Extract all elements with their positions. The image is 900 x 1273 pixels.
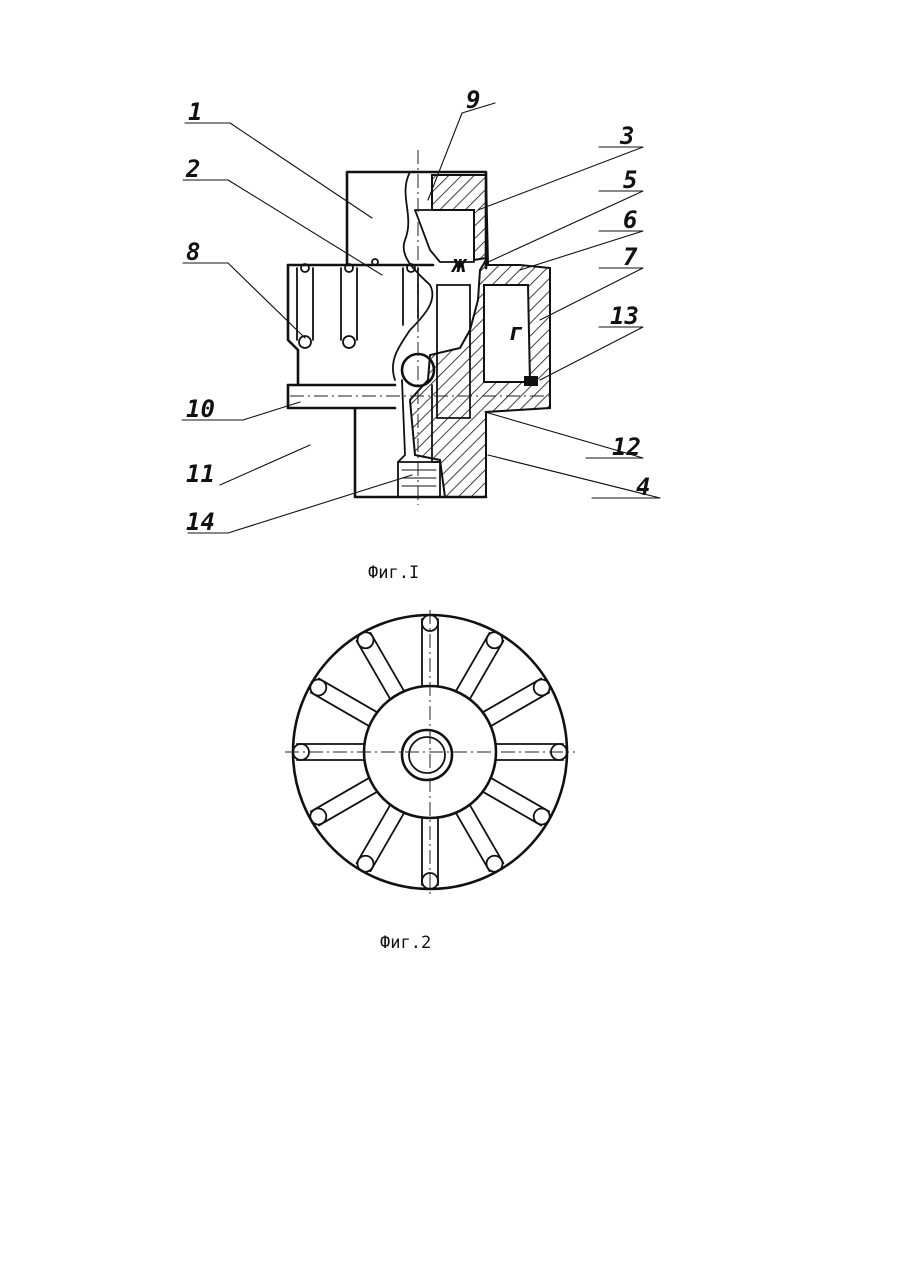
callout-4: 4 [636,473,650,501]
channel-wall [357,641,391,699]
callout-14: 14 [186,508,215,536]
radial-channel [422,615,438,686]
callout-12: 12 [612,433,641,461]
channel-wall [470,641,504,699]
channel-wall [319,679,377,713]
channel-wall [470,805,504,863]
radial-channel [483,778,550,825]
figure-1-caption: Фиг.I [368,563,419,583]
channel-wall [311,778,369,812]
channel-wall [483,792,541,826]
callout-3: 3 [619,122,634,150]
radial-channel [310,679,377,726]
hatched-body-sections [410,175,550,497]
radial-channel [310,778,377,825]
channel-outlet [534,809,550,825]
callout-10: 10 [186,395,215,423]
channel-wall [370,633,404,691]
channel-outlet [487,632,503,648]
radial-channel [357,632,404,699]
callout-1: 1 [188,98,202,126]
callout-7: 7 [623,243,638,271]
callout-5: 5 [623,166,637,194]
zone-letter-g: г [509,318,523,346]
callout-13: 13 [610,302,639,330]
callout-11: 11 [186,460,215,488]
channel-wall [311,692,369,726]
radial-holes-part-8 [297,259,418,348]
callout-8: 8 [186,238,200,266]
channel-wall [483,679,541,713]
channel-wall [357,805,391,863]
channel-wall [319,792,377,826]
channel-wall [370,813,404,871]
channel-wall [456,813,490,871]
channel-outlet [358,856,374,872]
channel-wall [491,778,549,812]
channel-outlet [487,856,503,872]
callout-6: 6 [623,206,637,234]
radial-channel [483,679,550,726]
figure-1-section-view: ж г 1 2 8 10 11 14 9 3 5 6 7 [182,86,660,583]
radial-channel [456,805,503,872]
seal-part-13 [524,376,538,386]
radial-channel [357,805,404,872]
channel-outlet [534,680,550,696]
channel-outlet [310,680,326,696]
callout-2: 2 [185,155,200,183]
channel-outlet [310,809,326,825]
channel-outlet [358,632,374,648]
figure-2-plan-view: Фиг.2 [285,610,575,953]
channel-wall [456,633,490,691]
radial-channel [456,632,503,699]
zone-letter-zh: ж [450,250,468,278]
callout-9: 9 [466,86,480,114]
figure-2-caption: Фиг.2 [380,933,431,953]
channel-wall [491,692,549,726]
bore-inner [409,737,445,773]
